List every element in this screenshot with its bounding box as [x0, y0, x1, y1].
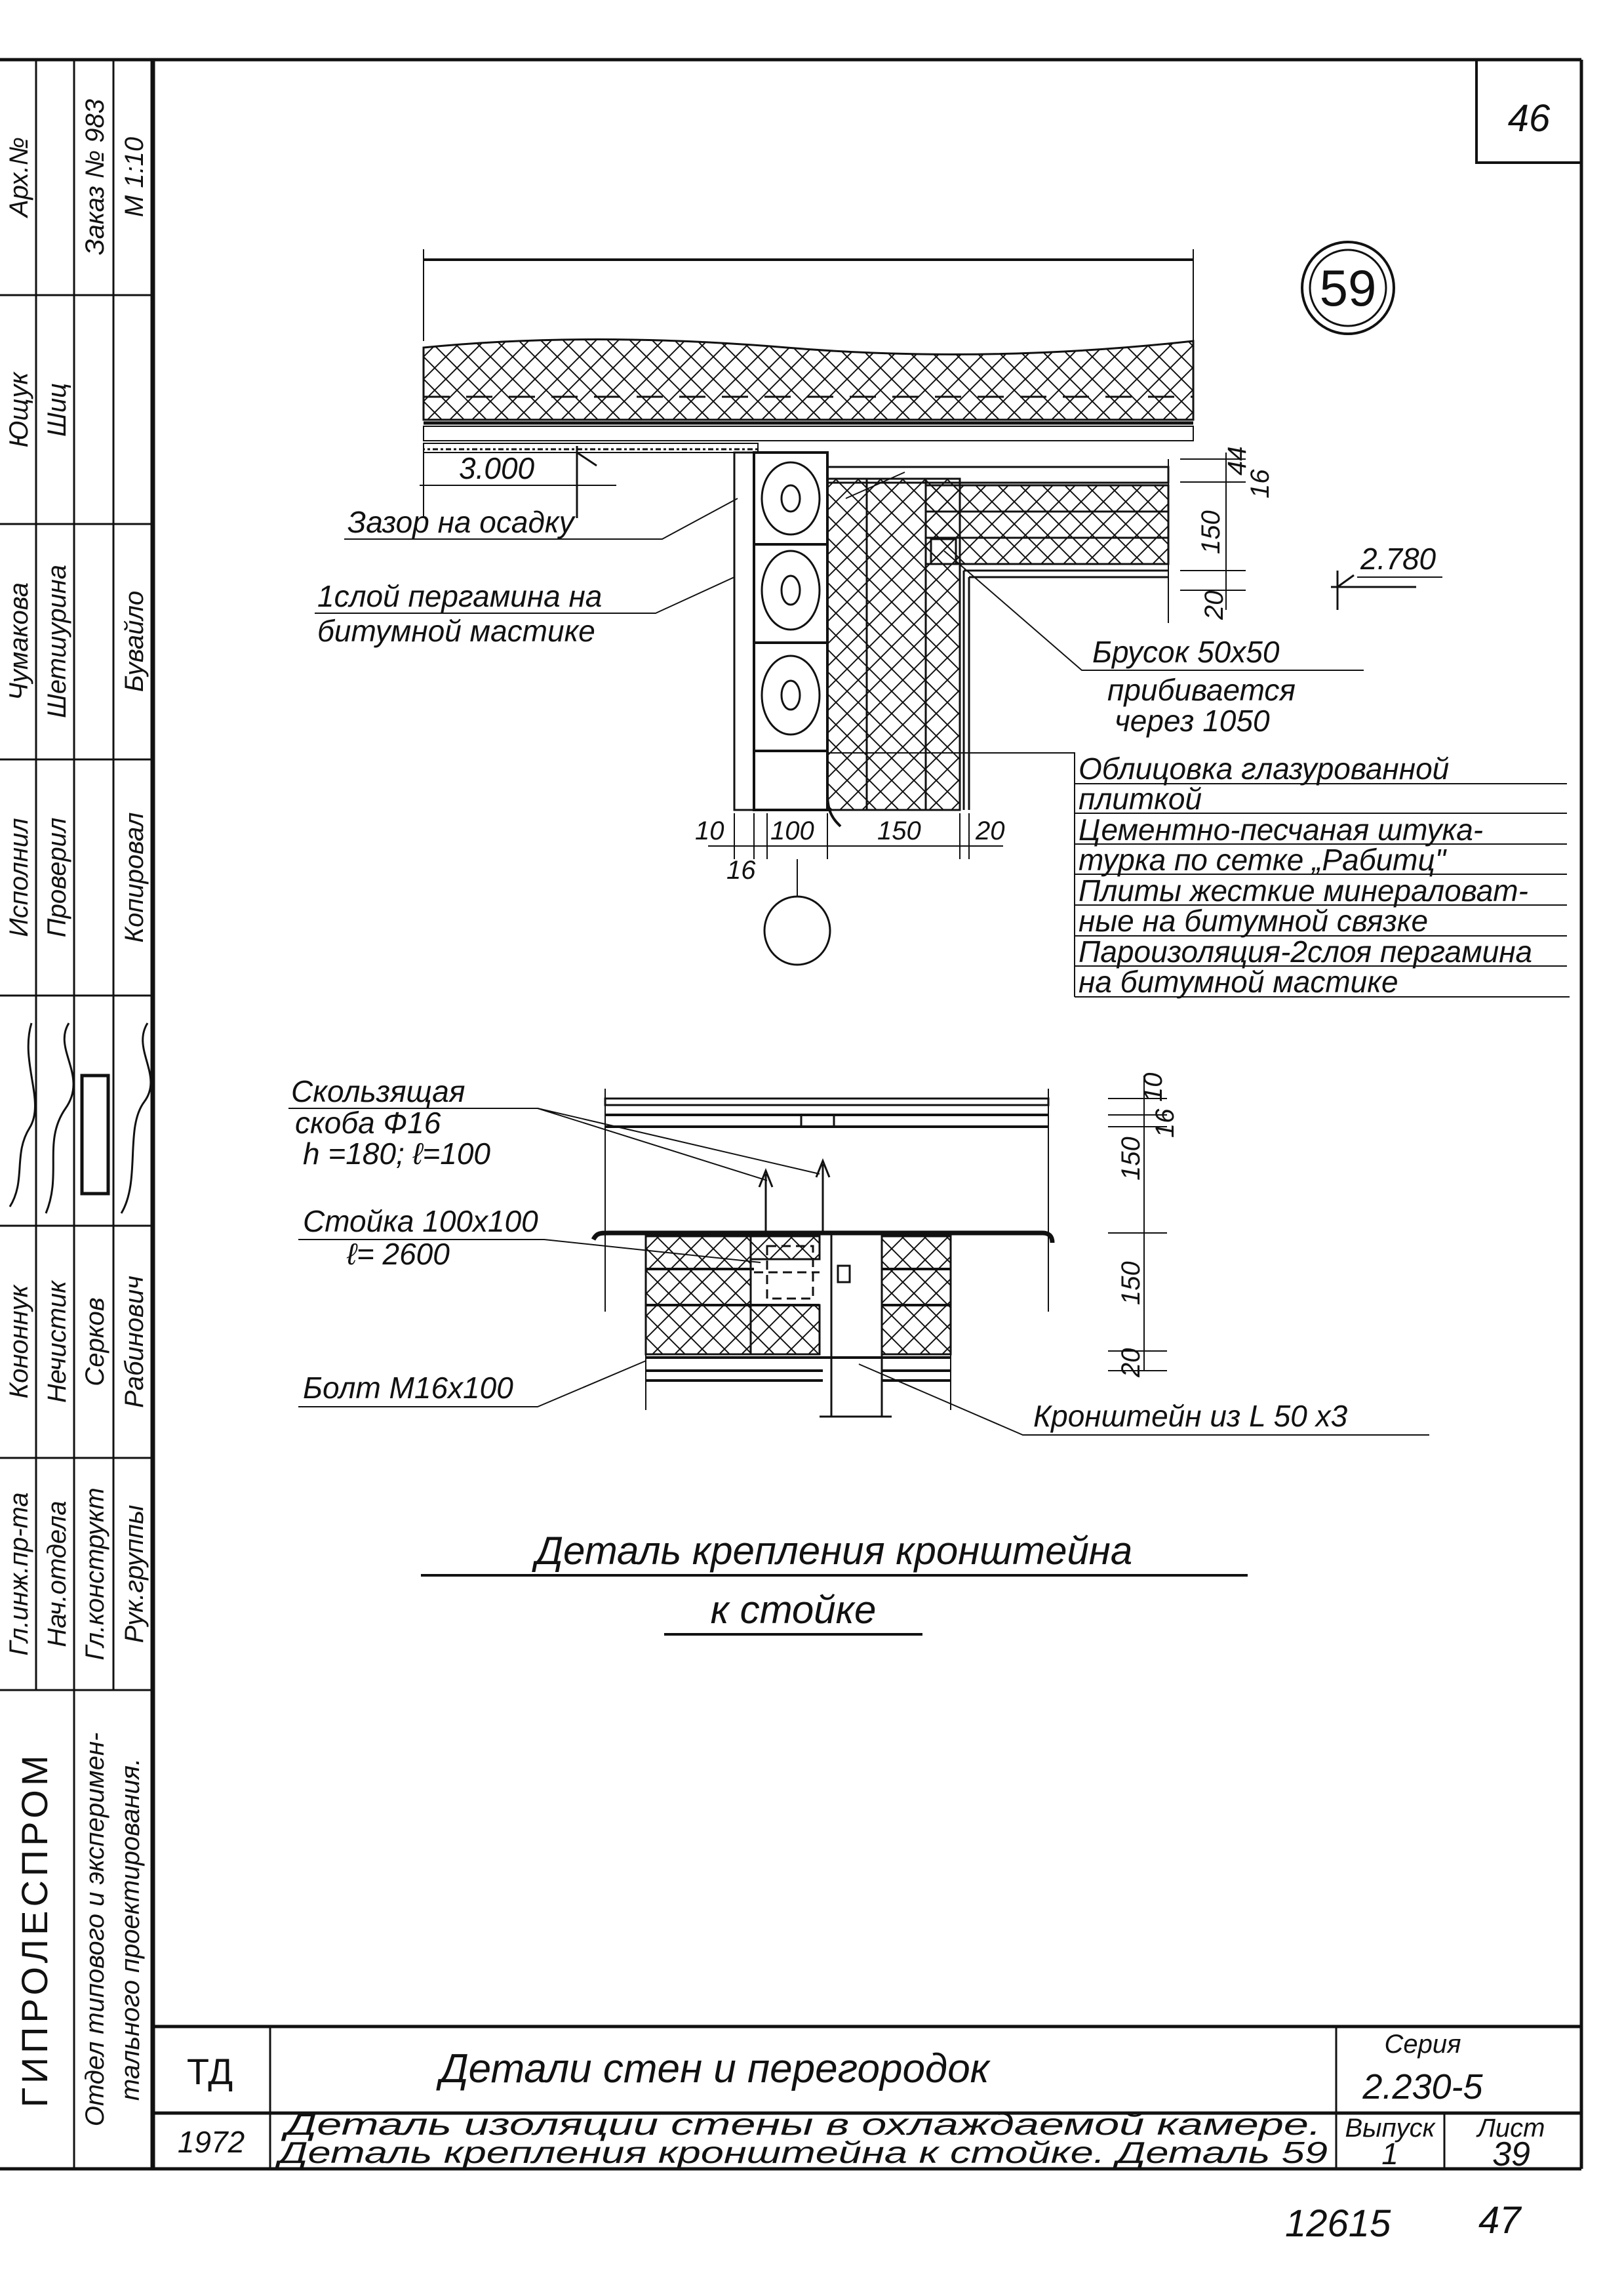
dim-20: 20 [975, 817, 1005, 845]
dim-150: 150 [1197, 510, 1225, 554]
sheet-frame [0, 58, 1583, 2171]
organization-name: ГИПРОЛЕСПРОМ [14, 1752, 55, 2108]
legend-item: ные на битумной связке [1079, 904, 1428, 938]
sheet-title: Детали стен и перегородок [436, 2046, 991, 2091]
dim-100: 100 [770, 817, 814, 845]
clip-label-3: h =180; ℓ=100 [303, 1137, 490, 1171]
stamp-role: Нач.отдела [43, 1501, 71, 1647]
department-line-1: Отдел типового и эксперимен- [81, 1733, 109, 2127]
dim-10: 10 [695, 817, 724, 845]
dim-150: 150 [877, 817, 921, 845]
stamp-archive-no: Арх.№ [5, 137, 33, 218]
series-label: Серия [1385, 2030, 1461, 2059]
stamp-name: Бувайло [120, 591, 149, 692]
doc-code: ТД [187, 2051, 233, 2092]
page-number: 46 [1508, 97, 1551, 140]
legend-item: Облицовка глазурованной [1079, 752, 1449, 786]
dim-150: 150 [1117, 1137, 1145, 1180]
dim-20: 20 [1200, 591, 1229, 621]
stamp-code-1: 12615 [1285, 2202, 1391, 2245]
dim-44: 44 [1223, 447, 1252, 476]
stamp-signature: Шиц [43, 383, 71, 437]
clip-label-2: скоба Ф16 [295, 1106, 441, 1140]
bracket-label: Кронштейн из L 50 х3 [1033, 1399, 1348, 1433]
dim-10: 10 [1139, 1073, 1168, 1102]
stamp-name: Нечистик [43, 1280, 71, 1403]
stamp-name: Шетшурина [43, 565, 71, 718]
bar-label-3: через 1050 [1115, 704, 1270, 738]
stamp-order-no: Заказ № 983 [81, 99, 109, 255]
stamp-name: Серков [81, 1297, 109, 1386]
bolt-label: Болт М16х100 [303, 1371, 513, 1405]
stamp-name: Рабинович [120, 1276, 149, 1408]
detail-marker: 59 [1320, 259, 1377, 317]
sheet-value: 39 [1492, 2135, 1530, 2173]
department-line-2: тального проектирования. [116, 1758, 145, 2101]
stamp-signature: Ющук [5, 371, 33, 448]
legend-item: Пароизоляция-2слоя пергамина [1079, 935, 1532, 969]
stamp-role: Проверил [43, 818, 71, 938]
stamp-role: Гл.конструкт [81, 1487, 109, 1660]
page-number-box: 46 [1475, 60, 1581, 164]
bar-label-2: прибивается [1107, 673, 1296, 707]
sheet-subtitle-2: Деталь крепления кронштейна к стойке. Де… [274, 2135, 1328, 2169]
materials-legend: Облицовка глазурованной плиткой Цементно… [827, 752, 1570, 999]
legend-item: Цементно-песчаная штука- [1079, 813, 1483, 847]
dim-16: 16 [1151, 1108, 1179, 1138]
sheet-subtitle-1: Деталь изоляции стены в охлаждаемой каме… [281, 2107, 1321, 2141]
membrane-label-1: 1слой пергамина на [317, 579, 602, 613]
stamp-role: Исполнил [5, 818, 33, 937]
dim-16: 16 [726, 856, 756, 885]
year: 1972 [178, 2125, 245, 2159]
dim-16: 16 [1246, 469, 1275, 498]
stamp-signatures [9, 1022, 152, 1214]
detail-caption-2: к стойке [711, 1588, 877, 1632]
stamp-column: Арх.№ Заказ № 983 М 1:10 Ющук Шиц Чумако… [0, 60, 153, 2169]
dim-150: 150 [1117, 1261, 1145, 1305]
title-block: ТД Детали стен и перегородок Серия 2.230… [153, 2025, 1581, 2173]
legend-item: плиткой [1079, 782, 1202, 816]
membrane-label-2: битумной мастике [317, 614, 595, 648]
sheet-label: Лист [1476, 2114, 1545, 2143]
clip-label-1: Скользящая [291, 1074, 465, 1108]
series-value: 2.230-5 [1362, 2067, 1483, 2107]
gap-label: Зазор на осадку [347, 505, 576, 539]
log-section [754, 461, 827, 752]
issue-label: Выпуск [1345, 2114, 1436, 2143]
detail-59-drawing: 59 3.000 [315, 241, 1570, 999]
post-label-1: Стойка 100х100 [303, 1204, 538, 1238]
detail-caption-1: Деталь крепления кронштейна [532, 1529, 1132, 1573]
stamp-name: Кононнук [5, 1283, 33, 1398]
stamp-role: Рук.группы [120, 1505, 149, 1644]
axis-marker-icon [763, 895, 831, 966]
legend-item: на битумной мастике [1079, 965, 1398, 999]
level-top: 3.000 [459, 451, 535, 485]
stamp-scale: М 1:10 [120, 137, 149, 217]
stamp-role: Копировал [120, 813, 149, 943]
issue-value: 1 [1381, 2137, 1398, 2171]
dim-20: 20 [1117, 1348, 1145, 1379]
legend-item: Плиты жесткие минераловат- [1079, 874, 1528, 908]
bar-label-1: Брусок 50х50 [1092, 635, 1280, 669]
level-bottom: 2.780 [1360, 542, 1436, 576]
post-label-2: ℓ= 2600 [346, 1237, 450, 1271]
stamp-name: Чумакова [5, 582, 33, 700]
legend-item: турка по сетке „Рабитц" [1079, 843, 1448, 877]
bracket-detail-drawing: 10 16 150 150 20 Скользящая скоба Ф16 h … [288, 1073, 1429, 1636]
stamp-code-2: 47 [1478, 2199, 1522, 2242]
stamp-role: Гл.инж.пр-та [5, 1492, 33, 1655]
